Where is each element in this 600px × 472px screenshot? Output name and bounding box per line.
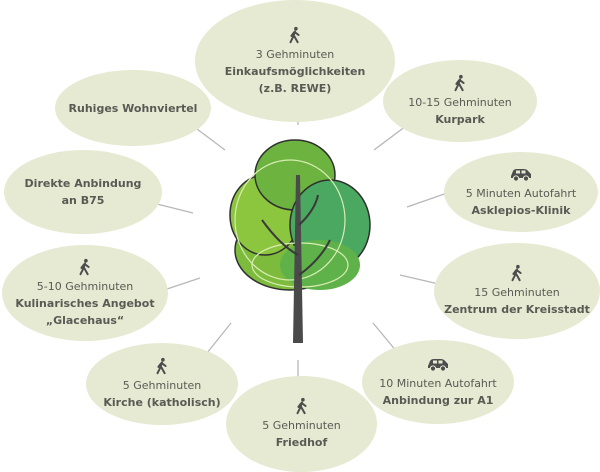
destination-label: Kirche (katholisch) xyxy=(103,396,221,409)
bubble-kirche: 5 Gehminuten Kirche (katholisch) xyxy=(86,343,238,425)
walking-person-icon xyxy=(454,74,465,92)
duration-label: 5 Gehminuten xyxy=(262,419,341,432)
duration-label: 15 Gehminuten xyxy=(474,286,560,299)
walking-person-icon xyxy=(79,258,90,275)
destination-detail: „Glacehaus“ xyxy=(45,313,125,327)
bubble-zentrum: 15 Gehminuten Zentrum der Kreisstadt xyxy=(434,243,600,339)
bubble-asklepios: 5 Minuten Autofahrt Asklepios-Klinik xyxy=(444,152,598,232)
walking-person-icon xyxy=(156,357,167,375)
bubble-kurpark: 10-15 Gehminuten Kurpark xyxy=(383,60,537,142)
duration-label: 10-15 Gehminuten xyxy=(408,96,512,109)
bubble-glacehaus: 5-10 Gehminuten Kulinarisches Angebot „G… xyxy=(2,245,168,341)
destination-label: Zentrum der Kreisstadt xyxy=(444,303,590,316)
destination-label: Kulinarisches Angebot xyxy=(15,296,155,310)
feature-label: Ruhiges Wohnviertel xyxy=(68,101,198,115)
bubble-b75: Direkte Anbindung an B75 xyxy=(4,150,162,234)
walking-person-icon xyxy=(511,264,522,282)
car-icon xyxy=(428,359,448,372)
car-icon xyxy=(511,169,531,182)
duration-label: 5 Minuten Autofahrt xyxy=(465,187,577,200)
duration-label: 3 Gehminuten xyxy=(255,47,335,61)
duration-label: 5 Gehminuten xyxy=(122,379,202,392)
destination-label: Asklepios-Klinik xyxy=(471,204,571,217)
destination-label: Einkaufsmöglichkeiten xyxy=(224,64,366,78)
duration-label: 10 Minuten Autofahrt xyxy=(379,377,497,390)
bubble-wohnviertel: Ruhiges Wohnviertel xyxy=(55,70,211,146)
connector-line xyxy=(406,191,451,208)
destination-label: Kurpark xyxy=(435,113,485,126)
duration-label: 5-10 Gehminuten xyxy=(36,279,134,293)
tree-illustration xyxy=(229,139,371,343)
feature-detail: an B75 xyxy=(61,194,105,207)
destination-label: Friedhof xyxy=(275,436,328,449)
bubble-a1: 10 Minuten Autofahrt Anbindung zur A1 xyxy=(362,340,514,424)
walking-person-icon xyxy=(289,26,300,43)
bubble-einkauf: 3 Gehminuten Einkaufsmöglichkeiten (z.B.… xyxy=(195,0,395,122)
destination-label: Anbindung zur A1 xyxy=(382,394,494,407)
feature-label: Direkte Anbindung xyxy=(24,177,142,190)
walking-person-icon xyxy=(296,397,307,415)
destination-detail: (z.B. REWE) xyxy=(258,81,332,95)
bubble-friedhof: 5 Gehminuten Friedhof xyxy=(226,376,377,472)
